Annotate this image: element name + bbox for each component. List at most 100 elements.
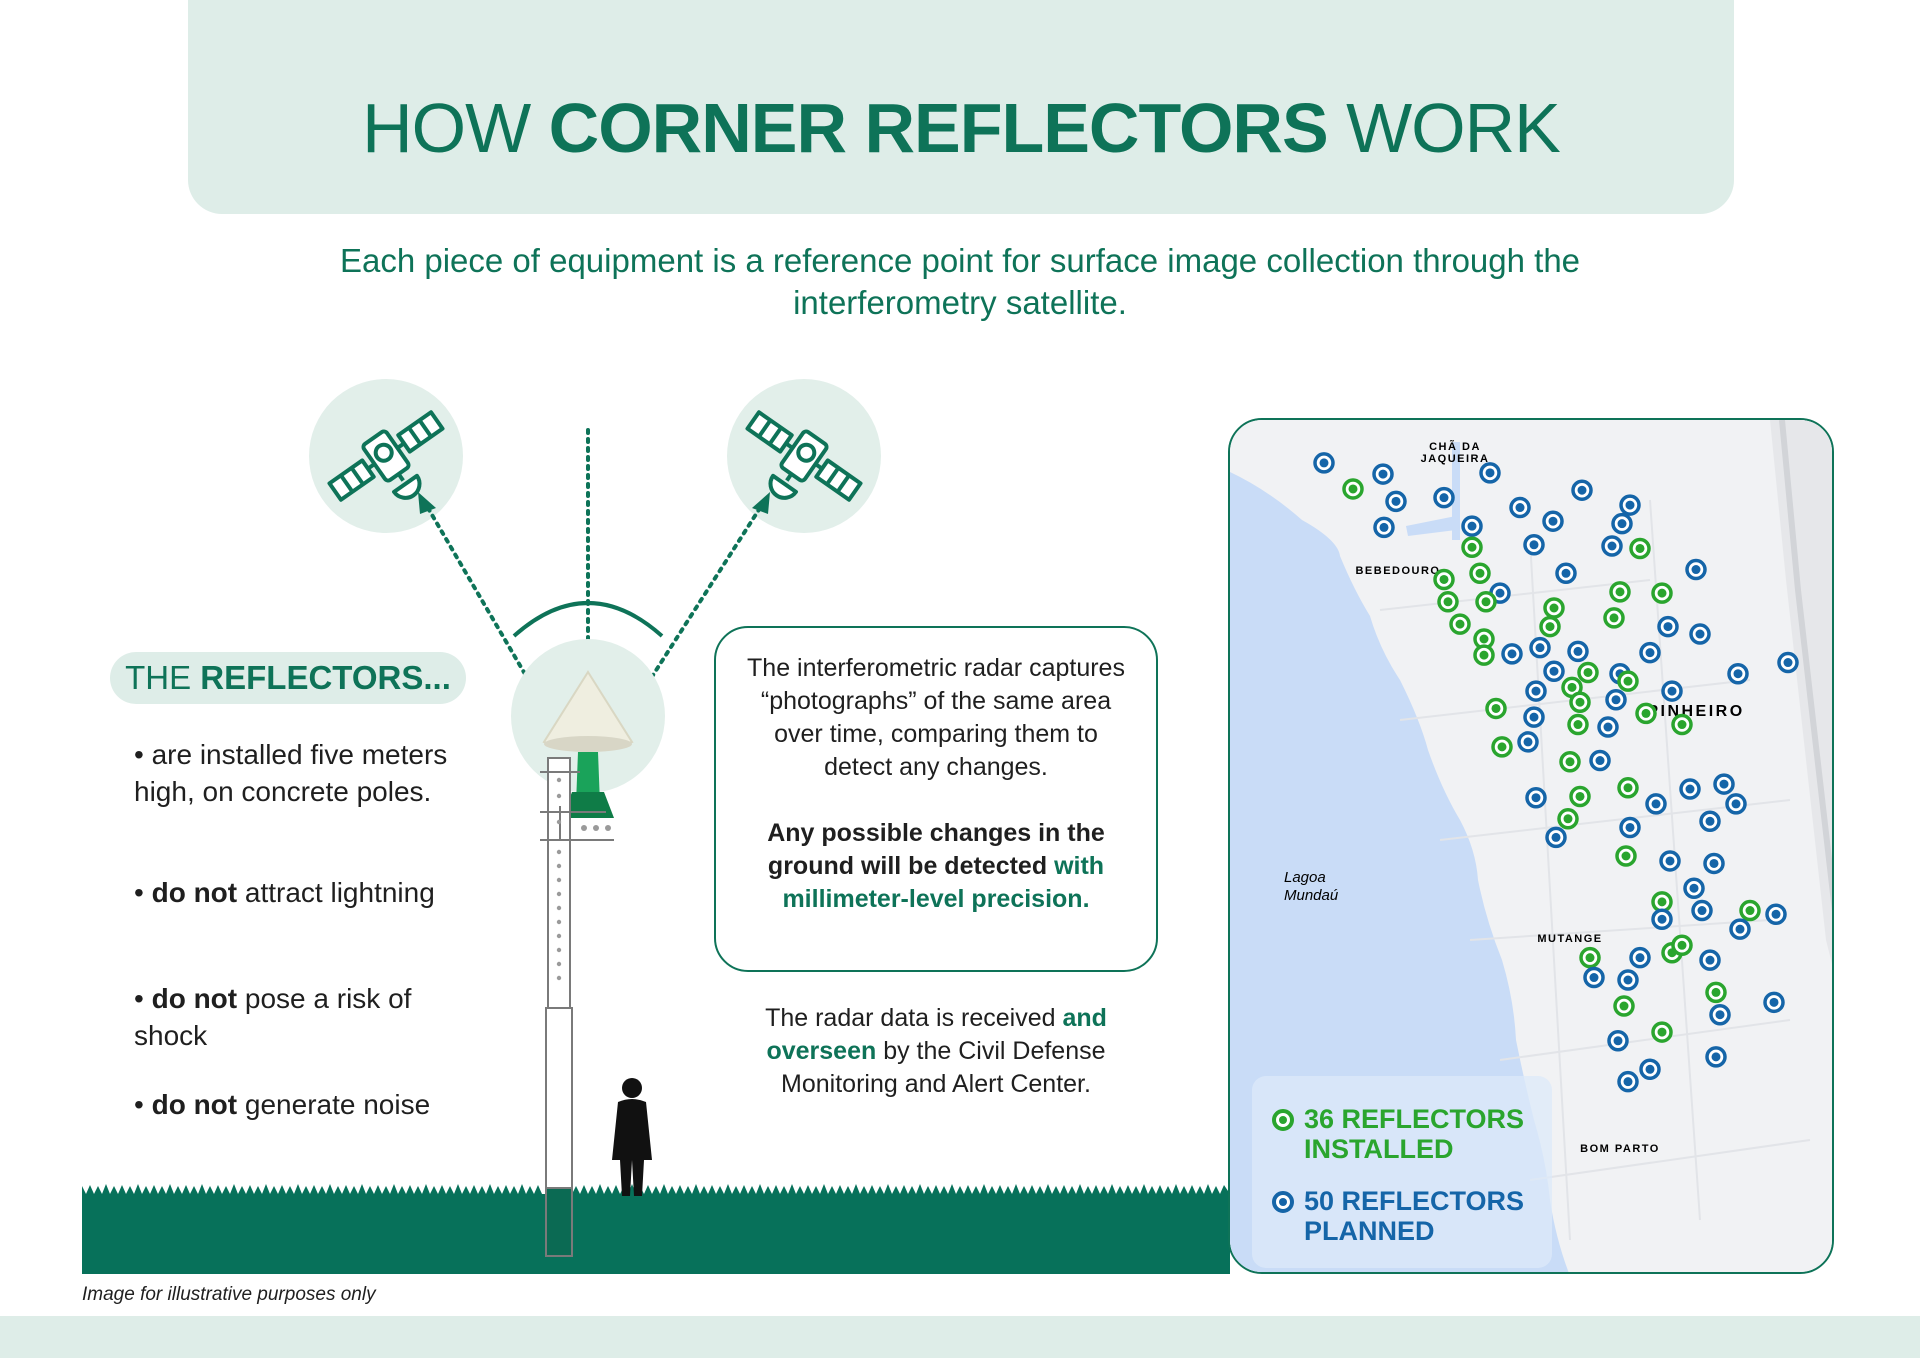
legend-installed: 36 REFLECTORS INSTALLED bbox=[1272, 1104, 1552, 1164]
marker-core bbox=[1625, 500, 1635, 510]
marker-core bbox=[1535, 643, 1545, 653]
legend-planned: 50 REFLECTORS PLANNED bbox=[1272, 1186, 1552, 1246]
marker-core bbox=[1645, 648, 1655, 658]
marker-core bbox=[1545, 622, 1555, 632]
marker-core bbox=[1573, 646, 1583, 656]
marker-core bbox=[1769, 997, 1779, 1007]
marker-core bbox=[1595, 756, 1605, 766]
marker-core bbox=[1551, 832, 1561, 842]
marker-core bbox=[1709, 858, 1719, 868]
arrow-head bbox=[752, 492, 770, 514]
marker-core bbox=[1651, 799, 1661, 809]
marker-core bbox=[1663, 622, 1673, 632]
footer-band bbox=[0, 1316, 1920, 1358]
header-band bbox=[188, 0, 1734, 214]
reflectors-heading: THE REFLECTORS... bbox=[110, 652, 466, 704]
label-cha-da-jaqueira: JAQUEIRA bbox=[1421, 453, 1490, 465]
marker-core bbox=[1783, 658, 1793, 668]
marker-core bbox=[1657, 914, 1667, 924]
marker-core bbox=[1467, 542, 1477, 552]
marker-core bbox=[1657, 1027, 1667, 1037]
marker-core bbox=[1603, 722, 1613, 732]
marker-core bbox=[1617, 519, 1627, 529]
marker-core bbox=[1475, 568, 1485, 578]
marker-core bbox=[1497, 742, 1507, 752]
marker-core bbox=[1623, 975, 1633, 985]
marker-core bbox=[1575, 791, 1585, 801]
planned-marker-icon bbox=[1272, 1191, 1294, 1213]
marker-core bbox=[1583, 667, 1593, 677]
lagoon-water bbox=[1230, 472, 1569, 1272]
label-bom-parto: BOM PARTO bbox=[1580, 1143, 1660, 1155]
marker-core bbox=[1391, 496, 1401, 506]
marker-core bbox=[1529, 540, 1539, 550]
marker-core bbox=[1691, 565, 1701, 575]
marker-core bbox=[1613, 1036, 1623, 1046]
marker-core bbox=[1609, 613, 1619, 623]
marker-core bbox=[1615, 587, 1625, 597]
marker-core bbox=[1635, 953, 1645, 963]
marker-core bbox=[1485, 468, 1495, 478]
satellite-icon bbox=[327, 410, 445, 502]
label-lagoa: Lagoa bbox=[1284, 869, 1326, 886]
marker-core bbox=[1677, 940, 1687, 950]
marker-core bbox=[1711, 987, 1721, 997]
marker-core bbox=[1641, 708, 1651, 718]
marker-core bbox=[1711, 1052, 1721, 1062]
marker-core bbox=[1585, 953, 1595, 963]
marker-core bbox=[1771, 909, 1781, 919]
marker-core bbox=[1697, 906, 1707, 916]
label-bebedouro: BEBEDOURO bbox=[1355, 565, 1440, 577]
bullet-shock: • do not pose a risk of shock bbox=[134, 983, 412, 1051]
reflector-map: CHÃ DA JAQUEIRA BEBEDOURO PINHEIRO MUTAN… bbox=[1228, 418, 1834, 1274]
marker-core bbox=[1573, 720, 1583, 730]
marker-core bbox=[1577, 485, 1587, 495]
marker-core bbox=[1529, 712, 1539, 722]
illustration-caption: Image for illustrative purposes only bbox=[82, 1284, 376, 1305]
marker-core bbox=[1515, 503, 1525, 513]
bullet-installed: • are installed five meters high, on con… bbox=[134, 739, 448, 807]
reflector-markers bbox=[1313, 452, 1799, 1093]
label-lagoa: Mundaú bbox=[1284, 887, 1339, 904]
marker-core bbox=[1443, 597, 1453, 607]
monitoring-statement: The radar data is received and overseen … bbox=[765, 1004, 1107, 1098]
marker-core bbox=[1565, 757, 1575, 767]
marker-core bbox=[1348, 484, 1358, 494]
bullet-noise: • do not generate noise bbox=[134, 1089, 431, 1120]
marker-core bbox=[1645, 1064, 1655, 1074]
person-silhouette-icon bbox=[612, 1078, 652, 1196]
marker-core bbox=[1733, 669, 1743, 679]
map-legend bbox=[1252, 1076, 1552, 1268]
marker-core bbox=[1575, 697, 1585, 707]
marker-core bbox=[1495, 588, 1505, 598]
marker-core bbox=[1621, 851, 1631, 861]
installed-marker-icon bbox=[1272, 1109, 1294, 1131]
signal-arrows bbox=[426, 428, 762, 688]
marker-core bbox=[1319, 458, 1329, 468]
radar-description: The interferometric radar captures “phot… bbox=[747, 654, 1125, 781]
label-pinheiro: PINHEIRO bbox=[1647, 703, 1744, 720]
marker-core bbox=[1623, 783, 1633, 793]
marker-core bbox=[1685, 784, 1695, 794]
marker-core bbox=[1507, 649, 1517, 659]
marker-core bbox=[1491, 703, 1501, 713]
label-mutange: MUTANGE bbox=[1537, 933, 1602, 945]
marker-core bbox=[1549, 603, 1559, 613]
marker-core bbox=[1667, 686, 1677, 696]
marker-core bbox=[1705, 816, 1715, 826]
marker-core bbox=[1378, 469, 1388, 479]
marker-core bbox=[1657, 897, 1667, 907]
marker-core bbox=[1657, 588, 1667, 598]
marker-core bbox=[1549, 666, 1559, 676]
rotation-arc bbox=[512, 601, 664, 638]
marker-core bbox=[1677, 720, 1687, 730]
marker-core bbox=[1719, 779, 1729, 789]
bullet-lightning: • do not attract lightning bbox=[134, 877, 435, 908]
precision-statement: Any possible changes in the ground will … bbox=[767, 819, 1105, 913]
marker-core bbox=[1695, 629, 1705, 639]
marker-core bbox=[1481, 597, 1491, 607]
marker-core bbox=[1561, 568, 1571, 578]
map-canvas: CHÃ DA JAQUEIRA BEBEDOURO PINHEIRO MUTAN… bbox=[1230, 420, 1832, 1272]
marker-core bbox=[1607, 541, 1617, 551]
radar-info-box bbox=[714, 626, 1158, 972]
